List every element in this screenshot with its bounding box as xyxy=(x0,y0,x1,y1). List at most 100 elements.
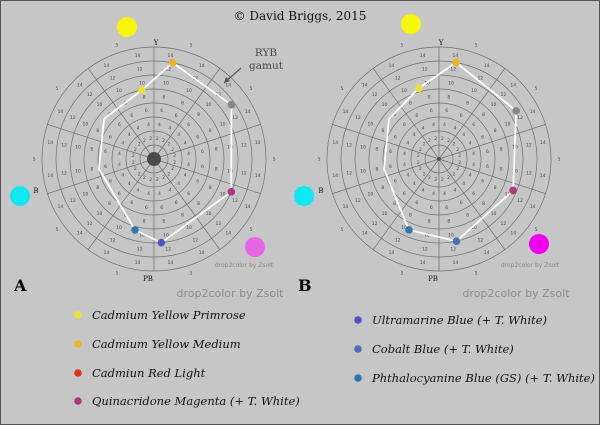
ring-number: 10 xyxy=(448,233,454,239)
ring-number: 10 xyxy=(163,80,169,86)
ring-number: 4 xyxy=(137,125,140,131)
ring-number: 6 xyxy=(430,205,433,211)
ring-number: 8 xyxy=(500,147,503,153)
axis-label-b: B xyxy=(318,187,323,195)
ring-number: 12 xyxy=(110,238,116,244)
paint-point xyxy=(138,86,146,94)
ring-number: 8 xyxy=(494,185,497,191)
center-neutral-point xyxy=(147,152,161,166)
ring-number: 2 xyxy=(149,136,152,142)
hue-spoke xyxy=(47,124,155,160)
hue-spoke xyxy=(153,158,261,194)
ring-number: 12 xyxy=(477,238,483,244)
ring-number: 2 xyxy=(134,166,137,172)
ring-number: 10 xyxy=(139,233,145,239)
legend-swatch xyxy=(74,311,82,319)
hue-spoke xyxy=(153,158,221,250)
ring-number: 4 xyxy=(422,188,425,194)
ring-number: 14 xyxy=(510,82,516,88)
ring-number: 6 xyxy=(486,164,489,170)
ring-number: 4 xyxy=(121,141,124,147)
panel-b-letter: B xyxy=(298,276,312,295)
ring-number: 4 xyxy=(147,191,150,197)
hue-tick-label: 5 xyxy=(340,86,343,92)
ring-number: 8 xyxy=(215,166,218,172)
ring-number: 2 xyxy=(173,153,176,159)
legend-swatch xyxy=(74,397,82,405)
ring-number: 10 xyxy=(83,191,89,197)
ring-number: 8 xyxy=(375,147,378,153)
ring-number: 2 xyxy=(132,160,135,166)
ring-number: 10 xyxy=(75,144,81,150)
ring-number: 6 xyxy=(394,134,397,140)
ring-number: 14 xyxy=(47,173,53,179)
ring-number: 6 xyxy=(394,179,397,185)
legend-swatch xyxy=(354,316,362,324)
hue-spoke xyxy=(332,158,440,194)
ring-number: 14 xyxy=(199,250,205,256)
ring-number: 10 xyxy=(97,102,103,108)
ring-number: 6 xyxy=(460,200,463,206)
ring-number: 2 xyxy=(171,147,174,153)
ring-number: 10 xyxy=(448,80,454,86)
ring-number: 10 xyxy=(206,102,212,108)
paint-point xyxy=(131,226,139,234)
ring-number: 12 xyxy=(477,75,483,81)
ring-number: 2 xyxy=(458,153,461,159)
ring-number: 4 xyxy=(453,125,456,131)
ring-number: 6 xyxy=(389,149,392,155)
ring-number: 4 xyxy=(187,151,190,157)
ring-number: 8 xyxy=(143,94,146,100)
ring-number: 12 xyxy=(450,67,456,73)
hue-spoke xyxy=(47,158,155,194)
ring-number: 4 xyxy=(469,141,472,147)
hue-tick-label: 5 xyxy=(273,157,276,163)
hue-spoke xyxy=(372,158,440,250)
hue-spoke xyxy=(438,158,506,250)
ring-number: 10 xyxy=(186,88,192,94)
ring-number: 12 xyxy=(110,75,116,81)
ring-number: 8 xyxy=(409,213,412,219)
ring-number: 14 xyxy=(332,173,338,179)
ring-number: 8 xyxy=(375,166,378,172)
ring-number: 14 xyxy=(362,82,368,88)
ring-number: 12 xyxy=(372,92,378,98)
ring-number: 4 xyxy=(158,191,161,197)
ring-number: 2 xyxy=(156,136,159,142)
ring-number: 8 xyxy=(181,100,184,106)
legend-item-label: Cadmium Yellow Primrose xyxy=(92,308,246,322)
gamut-label-line2: gamut xyxy=(249,60,284,72)
ring-number: 14 xyxy=(103,250,109,256)
ring-number: 14 xyxy=(484,63,490,69)
ring-number: 8 xyxy=(494,128,497,134)
ring-number: 10 xyxy=(163,233,169,239)
ring-number: 14 xyxy=(540,173,546,179)
hue-tick-label: 5 xyxy=(190,271,193,277)
ring-number: 14 xyxy=(135,53,141,59)
hue-spoke xyxy=(438,124,546,160)
ring-number: 8 xyxy=(409,100,412,106)
yellow-target-dot xyxy=(117,17,137,37)
ring-number: 14 xyxy=(388,250,394,256)
ring-number: 6 xyxy=(145,108,148,114)
ring-number: 4 xyxy=(406,141,409,147)
ring-number: 2 xyxy=(173,160,176,166)
paint-point xyxy=(452,58,460,67)
ring-number: 8 xyxy=(124,213,127,219)
hue-spoke xyxy=(87,158,155,250)
ring-number: 10 xyxy=(491,102,497,108)
hue-spoke xyxy=(87,68,155,160)
panel-a-polar-chart: 1412108642141210864214121086421412108642… xyxy=(10,17,276,283)
ring-number: 8 xyxy=(482,112,485,118)
ring-number: 14 xyxy=(225,82,231,88)
legend-item-label: Cobalt Blue (+ T. White) xyxy=(372,342,514,356)
cyan-target-dot xyxy=(10,186,30,206)
yellow-target-dot xyxy=(401,14,421,34)
ring-number: 6 xyxy=(430,108,433,114)
ring-number: 10 xyxy=(471,225,477,231)
ring-number: 2 xyxy=(441,177,444,183)
ring-number: 6 xyxy=(160,108,163,114)
ring-number: 2 xyxy=(423,142,426,148)
ring-number: 12 xyxy=(355,115,361,121)
ring-number: 10 xyxy=(512,169,518,175)
